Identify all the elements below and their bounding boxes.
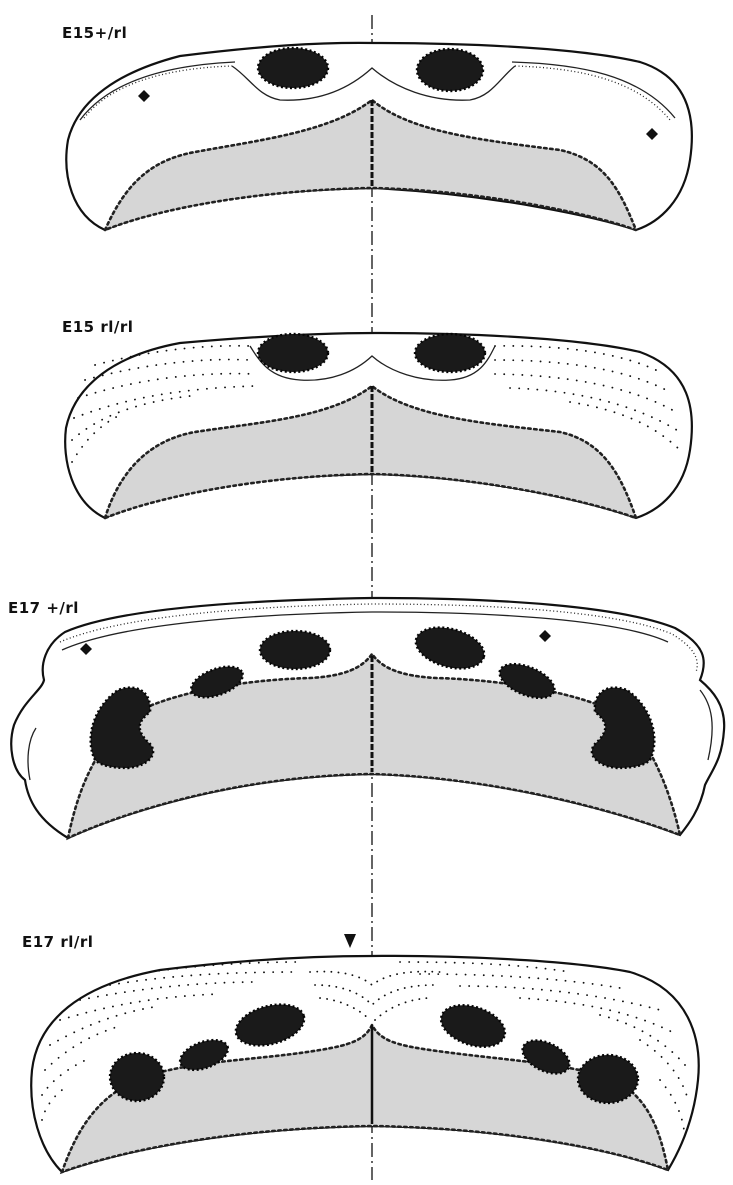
nucleus [415, 334, 485, 372]
panel-label-e15-het: E15+/rl [62, 24, 127, 42]
panel-e15-het: E15+/rl [62, 24, 692, 230]
panel-label-e17-het: E17 +/rl [8, 599, 79, 617]
panel-e17-het: E17 +/rl [8, 598, 724, 838]
panel-label-e17-reeler: E17 rl/rl [22, 933, 93, 951]
nucleus [110, 1053, 164, 1101]
nucleus [258, 334, 328, 372]
nucleus [417, 49, 483, 91]
nucleus [258, 48, 328, 88]
nucleus [578, 1055, 638, 1103]
nucleus [260, 631, 330, 669]
down-arrowhead-icon [344, 934, 356, 948]
panel-e17-reeler: E17 rl/rl [22, 933, 699, 1172]
panel-label-e15-reeler: E15 rl/rl [62, 318, 133, 336]
panel-e15-reeler: E15 rl/rl [62, 318, 692, 518]
